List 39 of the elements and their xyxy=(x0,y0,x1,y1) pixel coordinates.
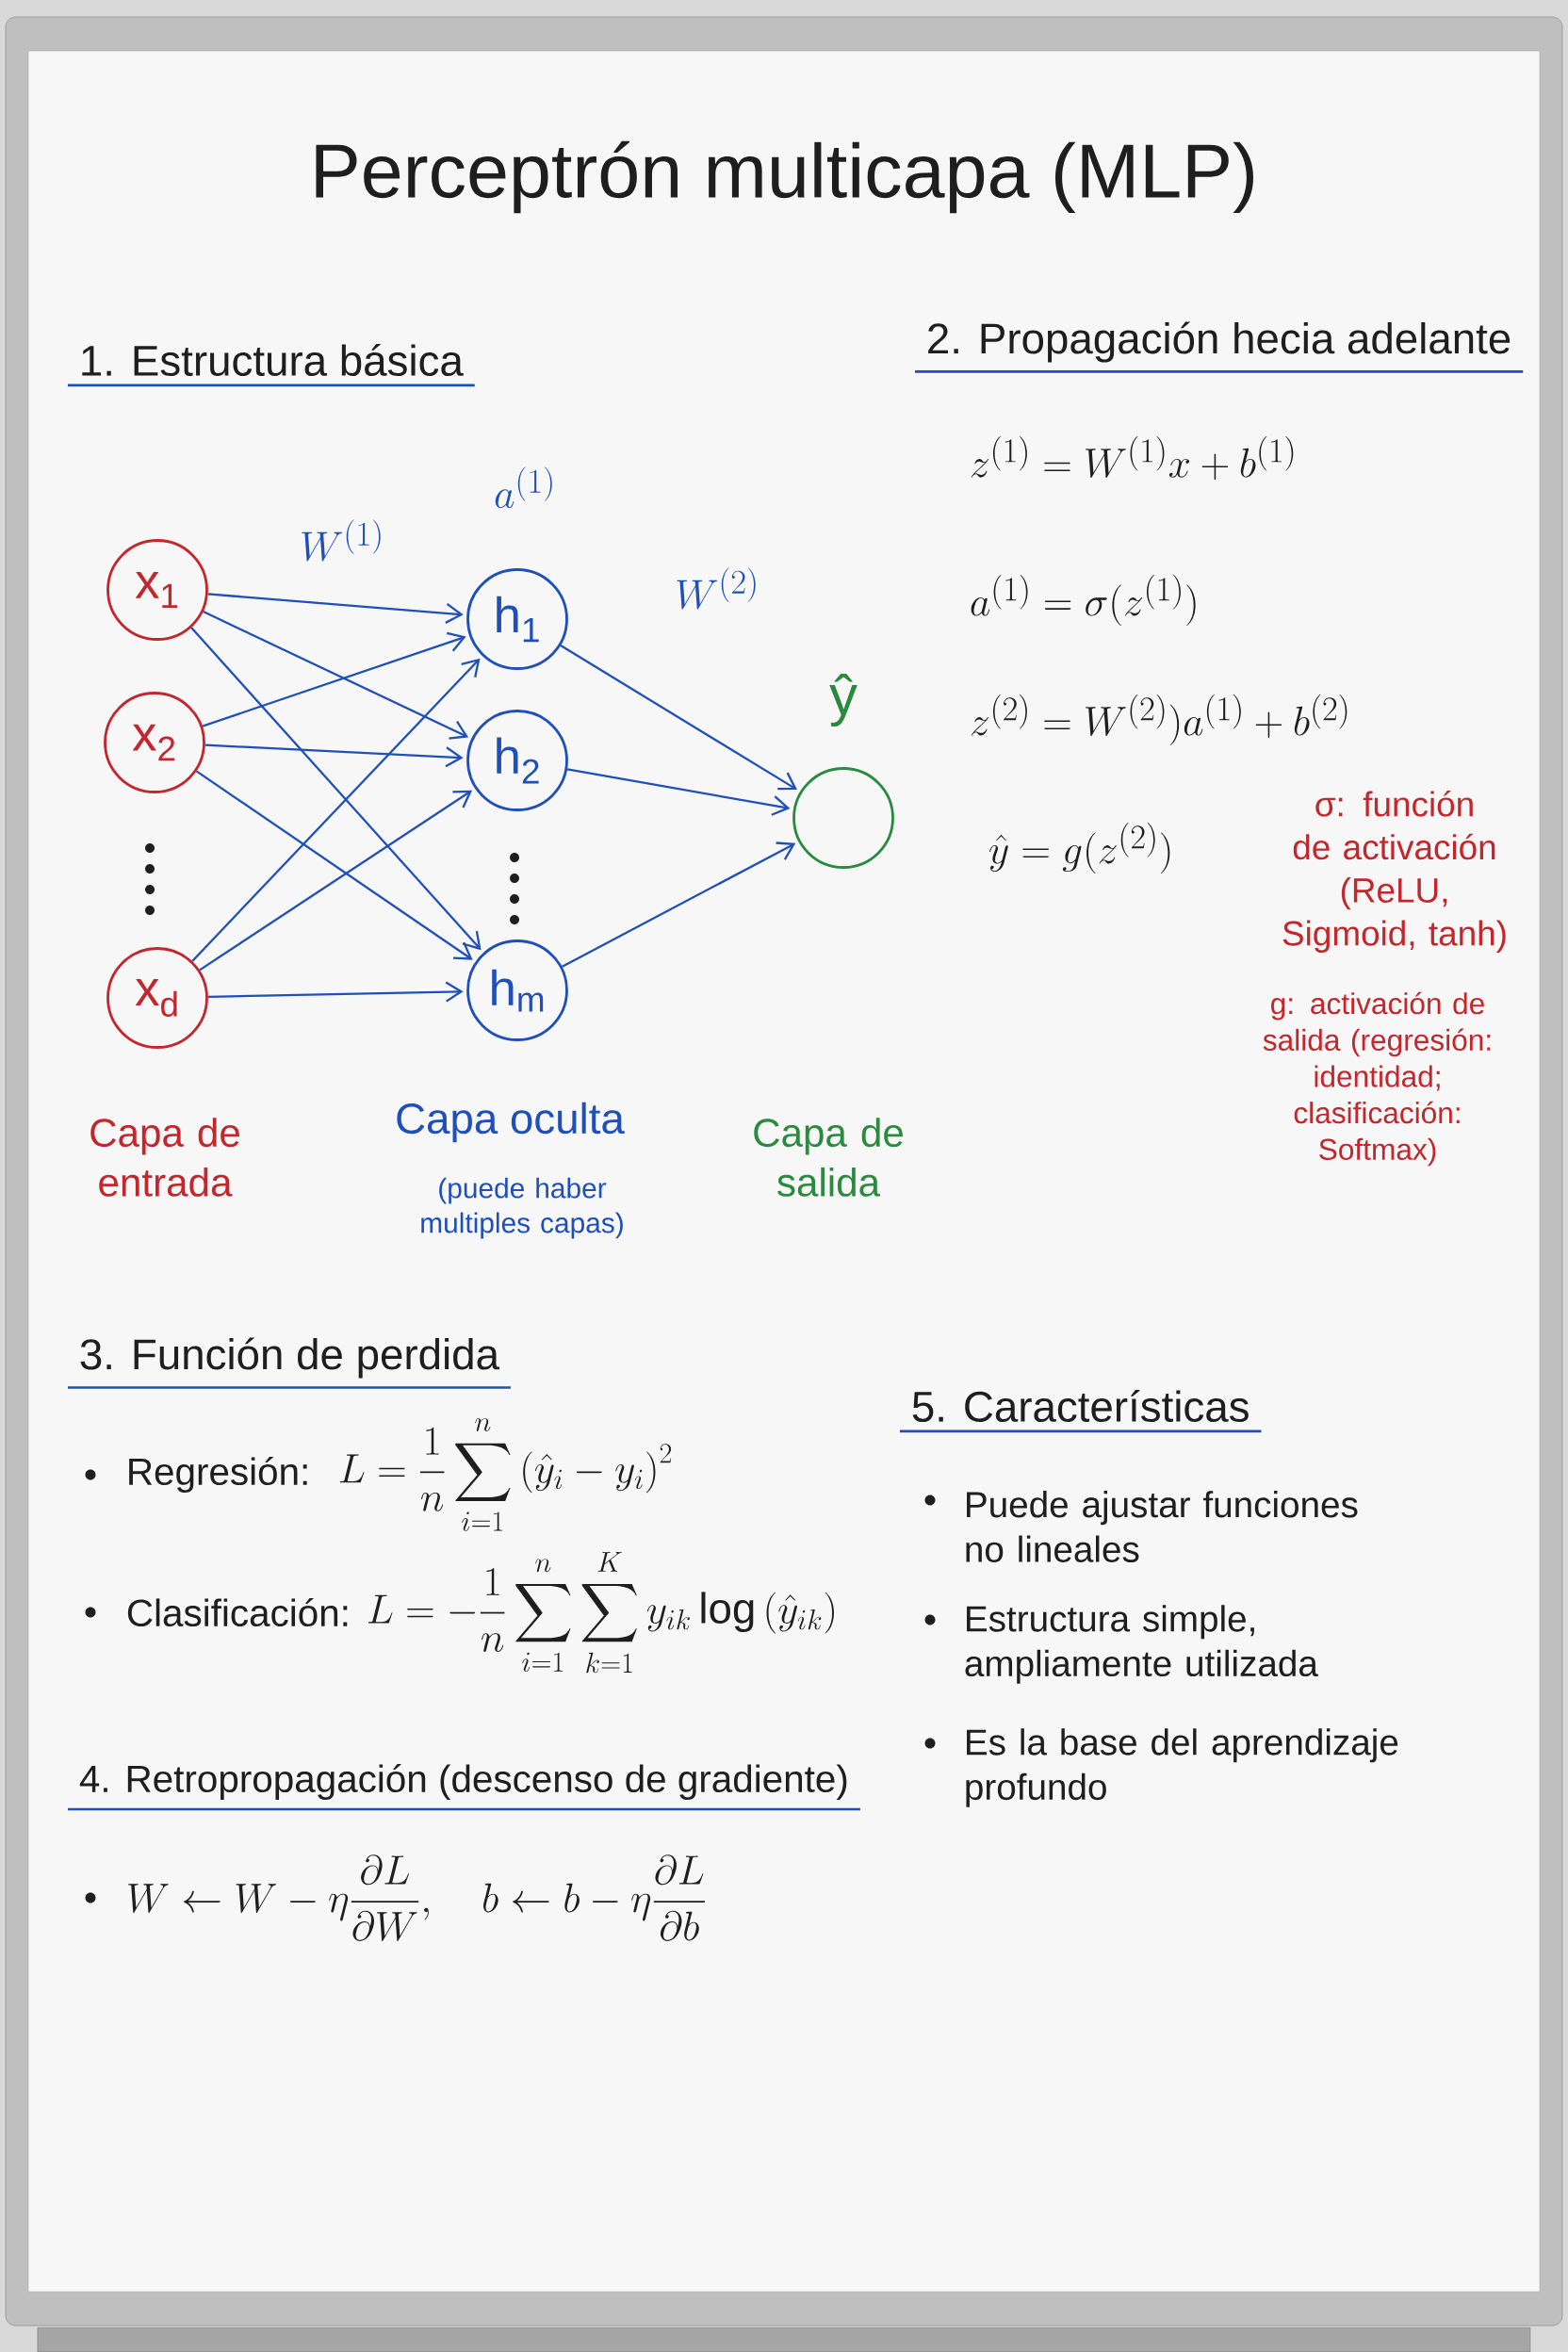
neuron-circle xyxy=(792,767,894,869)
formula: $\hat{y} = g(z^{(2)})$ xyxy=(989,823,1170,874)
formula: $a^{(1)} = \sigma(z^{(1)})$ xyxy=(971,575,1196,627)
section-heading: 5. Características xyxy=(912,1389,1249,1423)
arrow xyxy=(566,768,791,816)
arrow xyxy=(207,593,464,624)
formula: $z^{(2)} = W^{(2)})a^{(1)} + b^{(2)}$ xyxy=(971,694,1348,746)
section-heading: 3. Función de perdida xyxy=(80,1337,499,1379)
formula: $W \leftarrow W - \eta\frac{\partial L}{\partial W},\quad b \leftarrow b - \eta\frac{\partial L}{\partial b}$ xyxy=(128,1854,705,1941)
arrow xyxy=(199,790,473,972)
title: Perceptrón multicapa (MLP) xyxy=(316,140,1253,214)
section-heading: 1. Estructura básica xyxy=(82,343,464,377)
note: g: activación de salida (regresión: identidad; clasificación: Softmax) xyxy=(1263,991,1491,1167)
layer-note: (puede haber multiples capas) xyxy=(421,1177,623,1239)
activation-label: $a^{(1)}$ xyxy=(495,466,552,509)
bullet-text: Es la base del aprendizaje profundo xyxy=(966,1728,1398,1807)
bullet-text: Regresión: xyxy=(129,1456,307,1494)
layer-label: Capa oculta xyxy=(397,1102,625,1143)
arrow xyxy=(562,841,796,968)
section-heading: 4. Retropropagación (descenso de gradiente) xyxy=(79,1763,847,1801)
layer-label: Capa de entrada xyxy=(90,1118,239,1197)
arrow xyxy=(203,611,469,740)
weight-label: $W^{(2)}$ xyxy=(677,567,756,610)
layer-label: Capa de salida xyxy=(754,1118,903,1197)
section-heading: 2. Propagación hecia adelante xyxy=(928,321,1511,363)
bullet-text: Estructura simple, ampliamente utilizada xyxy=(965,1605,1318,1684)
output-label: ŷ xyxy=(829,674,858,727)
arrow xyxy=(204,743,464,768)
bullet-text: Clasificación: xyxy=(127,1597,348,1627)
arrow xyxy=(202,631,466,727)
bullet-text: Puede ajustar funciones no lineales xyxy=(966,1491,1358,1562)
arrow xyxy=(195,770,473,960)
formula: $L = -\frac{1}{n}\sum_{i=1}^{n}\sum_{k=1}^{K} y_{ik}\log\left(\hat{y}_{ik}\right)$ xyxy=(368,1552,834,1674)
arrow xyxy=(207,981,464,1003)
formula: $L = \frac{1}{n}\sum_{i=1}^{n}\left(\hat{y}_i - y_i\right)^2$ xyxy=(339,1418,672,1531)
formula: $z^{(1)} = W^{(1)}x + b^{(1)}$ xyxy=(971,436,1294,480)
weight-label: $W^{(1)}$ xyxy=(302,519,381,562)
note: σ: función de activación (ReLU, Sigmoid, tanh) xyxy=(1282,791,1506,953)
arrow xyxy=(560,645,797,791)
